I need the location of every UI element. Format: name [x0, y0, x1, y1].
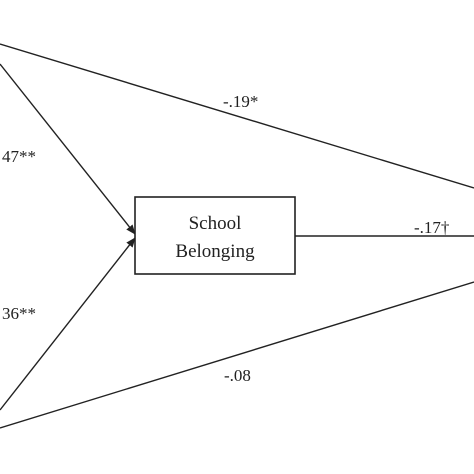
- label-top-a-path: 47**: [2, 147, 36, 166]
- label-bottom-a-path: 36**: [2, 304, 36, 323]
- label-bottom-direct-path: -.08: [224, 366, 251, 385]
- label-b-path: -.17†: [414, 218, 449, 237]
- mediator-label-line1: School: [189, 213, 242, 234]
- edge-top-to-mediator: [0, 63, 136, 235]
- label-top-direct-path: -.19*: [223, 92, 258, 111]
- edge-top-direct: [0, 43, 474, 189]
- mediator-label-line2: Belonging: [175, 241, 255, 262]
- edge-bottom-direct: [0, 281, 474, 429]
- edge-bottom-to-mediator: [0, 237, 136, 411]
- mediator-box: [134, 196, 296, 275]
